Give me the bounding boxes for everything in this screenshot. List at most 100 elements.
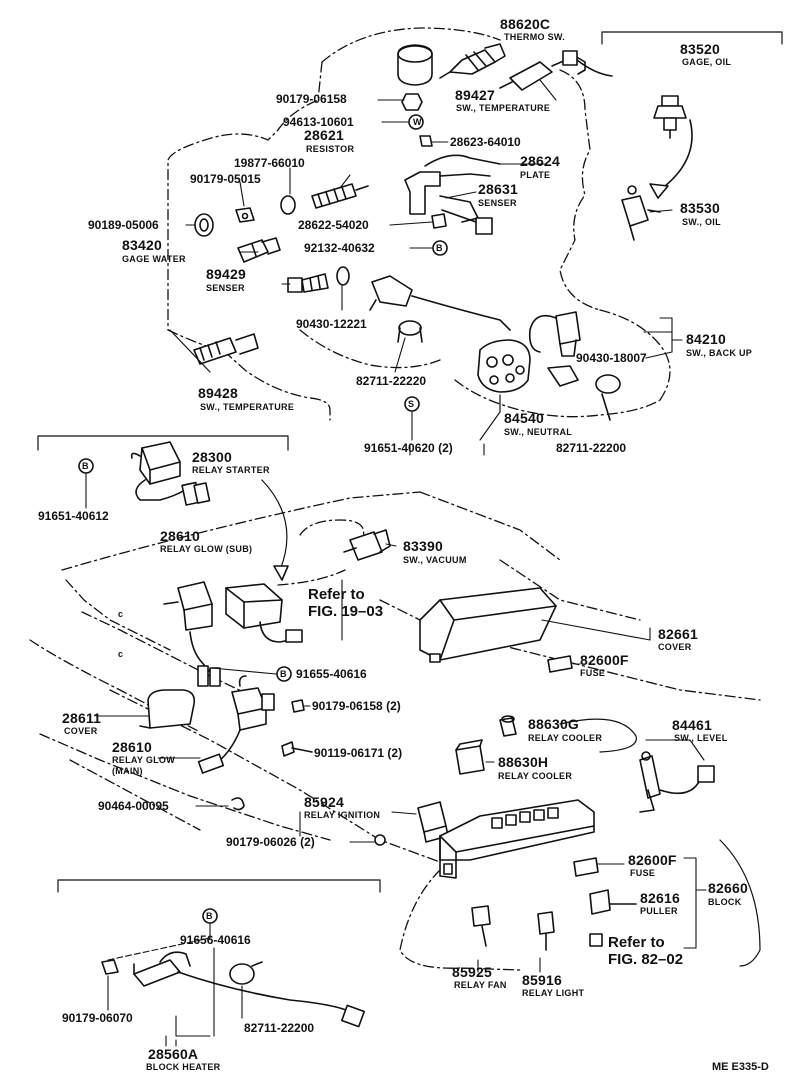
part-number-28610-sub: 28610 [160,528,200,544]
part-desc-84210: SW., BACK UP [686,348,753,358]
part-number-28611: 28611 [62,710,102,726]
leader-84461 [645,739,705,761]
marker-b-91655 [276,666,292,682]
part-number-89429: 89429 [206,266,246,282]
part-number-91651-40612: 91651-40612 [38,509,109,523]
part-number-85916: 85916 [522,972,562,988]
fuse-82600f-top [547,655,573,673]
part-number-82600f-top: 82600F [580,652,629,668]
neutral-switch-84540 [477,339,531,393]
part-number-91651-40620: 91651-40620 (2) [364,441,453,455]
part-desc-88630g: RELAY COOLER [528,733,603,743]
bolt-90119-06171 [281,741,313,757]
block-heater-28560a [133,951,365,1028]
refer-arrow-1903 [261,479,288,571]
clamp-82711-22220 [397,320,423,343]
part-number-85925: 85925 [452,964,492,980]
part-desc-83530: SW., OIL [682,217,721,227]
mark-c-1: c [118,609,124,619]
leader-83390 [385,543,397,547]
marker-b-28300 [78,458,94,474]
harness-connector [369,275,511,331]
relay-cooler-88630g [499,715,517,737]
part-number-84540: 84540 [504,410,544,426]
part-number-82711-22200-top: 82711-22200 [556,441,627,455]
part-desc-88630h: RELAY COOLER [498,771,573,781]
refer-text-1903-a: Refer to [308,586,365,603]
glow-unit-refer-1903 [225,583,303,643]
refer-arrow-head-1903 [273,565,289,581]
arrow-83520 [659,119,693,191]
leader-82661 [541,619,651,641]
refer-text-8202-a: Refer to [608,934,665,951]
vacuum-switch-83390 [343,529,391,561]
part-desc-83520: GAGE, OIL [682,57,732,67]
part-number-82600f-bottom: 82600F [628,852,677,868]
mark-b-28300: B [82,461,89,471]
part-number-90119-06171: 90119-06171 (2) [314,746,403,760]
plate-28624 [404,154,501,215]
leader-relay-fan [477,957,541,973]
part-desc-89429: SENSER [206,283,245,293]
relay-cooler-88630h [455,739,485,775]
bolt-28622 [431,213,447,229]
bracket-83520 [601,31,783,45]
level-switch-84461 [639,751,715,813]
part-desc-85916: RELAY LIGHT [522,988,585,998]
marker-s [404,396,420,412]
relay-glow-main-28610 [197,675,275,774]
leader-91655 [211,667,277,675]
part-number-90179-06070: 90179-06070 [62,1011,133,1025]
relay-glow-sub-28610 [163,581,221,687]
fuse-cover-82661 [419,587,557,663]
temperature-switch-89427 [439,43,506,79]
part-desc-28610-main-2: (MAIN) [112,766,143,776]
bolt-28623 [419,135,433,147]
part-number-28610-main: 28610 [112,739,152,755]
bracket-82660 [683,857,697,949]
bracket-28300 [37,435,289,451]
part-desc-28300: RELAY STARTER [192,465,270,475]
part-number-91655-40616: 91655-40616 [296,667,367,681]
part-number-28560a: 28560A [148,1046,199,1062]
engine-outline [167,27,671,421]
part-desc-82661: COVER [658,642,692,652]
mark-s: S [408,399,415,409]
part-desc-84461: SW., LEVEL [674,733,728,743]
part-number-91656-40616: 91656-40616 [180,933,251,947]
reservoir-cap [397,44,433,86]
part-desc-28610-main-1: RELAY GLOW [112,755,176,765]
fuse-block-body [399,869,521,971]
part-desc-89427: SW., TEMPERATURE [456,103,551,113]
thermo-switch-88620c [499,50,613,91]
mark-b-92132: B [436,243,443,253]
part-number-82711-22200-bottom: 82711-22200 [244,1021,315,1035]
part-desc-84540: SW., NEUTRAL [504,427,573,437]
part-number-82660: 82660 [708,880,748,896]
oil-gage-83520 [653,95,687,139]
part-desc-28631: SENSER [478,198,517,208]
fuse-block-82660 [439,799,595,879]
senser-28631 [439,195,493,235]
clamp-82711-22200-top [595,374,621,421]
part-number-82661: 82661 [658,626,698,642]
part-desc-85925: RELAY FAN [454,980,507,990]
part-number-90179-06158-2: 90179-06158 (2) [312,699,401,713]
part-number-28621: 28621 [304,127,344,143]
part-number-83420: 83420 [122,237,162,253]
part-number-83390: 83390 [403,538,443,554]
cover-28611 [139,689,196,729]
grommet-90189 [194,213,214,237]
gage-water-83420 [237,237,281,263]
part-number-28623-64010: 28623-64010 [450,135,521,149]
part-number-85924: 85924 [304,794,344,810]
part-number-19877-66010: 19877-66010 [234,156,305,170]
nut-90179-06070 [101,959,119,975]
puller-82616 [589,889,637,915]
clip-90464 [231,797,245,811]
part-number-90430-12221: 90430-12221 [296,317,367,331]
part-number-84461: 84461 [672,717,712,733]
mark-b-91655: B [280,669,287,679]
resistor-28621 [311,183,369,209]
